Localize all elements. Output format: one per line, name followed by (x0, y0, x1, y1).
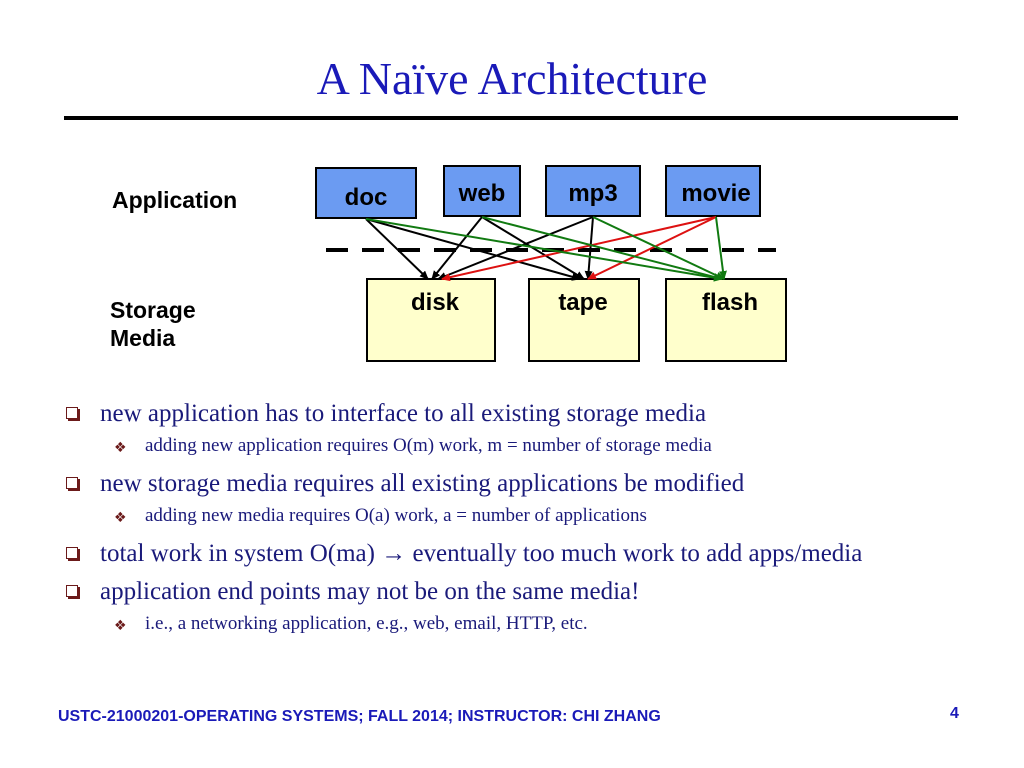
slide-footer: USTC-21000201-OPERATING SYSTEMS; FALL 20… (58, 708, 661, 725)
architecture-diagram: doc web mp3 movie disk tape flash (315, 165, 787, 362)
square-bullet-icon (66, 477, 78, 489)
title-underline (64, 116, 958, 120)
media-box-tape: tape (528, 278, 640, 362)
sub-bullet-item: ❖ i.e., a networking application, e.g., … (64, 612, 944, 636)
app-box-movie: movie (665, 165, 761, 217)
bullet-text: application end points may not be on the… (100, 578, 640, 605)
bullet-item: application end points may not be on the… (64, 576, 944, 608)
media-box-flash: flash (665, 278, 787, 362)
arrow-web-to-flash (481, 216, 723, 281)
arrow-mp3-to-disk (437, 216, 594, 280)
sub-bullet-item: ❖ adding new media requires O(a) work, a… (64, 504, 944, 528)
arrow-movie-to-disk (441, 216, 717, 282)
bullet-list: new application has to interface to all … (64, 398, 944, 646)
app-label-movie: movie (681, 180, 750, 207)
application-row-label: Application (112, 187, 238, 213)
media-label-disk: disk (411, 289, 460, 316)
app-box-doc: doc (315, 167, 417, 219)
app-box-web: web (443, 165, 521, 217)
diamond-bullet-icon: ❖ (114, 510, 127, 526)
bullet-item: new storage media requires all existing … (64, 468, 944, 500)
bullet-item: new application has to interface to all … (64, 398, 944, 430)
diamond-bullet-icon: ❖ (114, 440, 127, 456)
app-label-mp3: mp3 (568, 180, 617, 207)
media-label-flash: flash (702, 289, 758, 316)
arrow-doc-to-disk (365, 218, 429, 280)
sub-bullet-text: adding new application requires O(m) wor… (145, 435, 712, 456)
bullet-text: total work in system O(ma) → eventually … (100, 540, 863, 567)
storage-label-line2: Media (110, 325, 176, 352)
media-label-tape: tape (558, 289, 607, 316)
slide-title: A Naïve Architecture (316, 53, 708, 104)
diamond-bullet-icon: ❖ (114, 618, 127, 634)
arrow-movie-to-tape (587, 216, 717, 280)
sub-bullet-item: ❖ adding new application requires O(m) w… (64, 434, 944, 458)
bullet-text: new application has to interface to all … (100, 400, 707, 427)
app-label-doc: doc (345, 184, 388, 211)
storage-media-row-label: Storage Media (110, 296, 196, 352)
arrow-movie-to-flash (715, 216, 727, 280)
app-box-mp3: mp3 (545, 165, 641, 217)
media-box-disk: disk (366, 278, 496, 362)
square-bullet-icon (66, 407, 78, 419)
bullet-text: new storage media requires all existing … (100, 470, 745, 497)
app-label-web: web (458, 180, 506, 207)
sub-bullet-text: adding new media requires O(a) work, a =… (145, 505, 647, 526)
arrow-doc-to-flash (365, 218, 723, 282)
bullet-item: total work in system O(ma) → eventually … (64, 538, 920, 570)
arrow-doc-to-tape (365, 218, 581, 281)
storage-label-line1: Storage (110, 297, 196, 323)
page-number: 4 (950, 705, 959, 722)
square-bullet-icon (66, 547, 78, 559)
arrow-mp3-to-flash (592, 216, 725, 280)
arrow-mp3-to-tape (584, 216, 594, 280)
square-bullet-icon (66, 585, 78, 597)
arrow-web-to-disk (431, 216, 483, 280)
sub-bullet-text: i.e., a networking application, e.g., we… (145, 613, 588, 634)
